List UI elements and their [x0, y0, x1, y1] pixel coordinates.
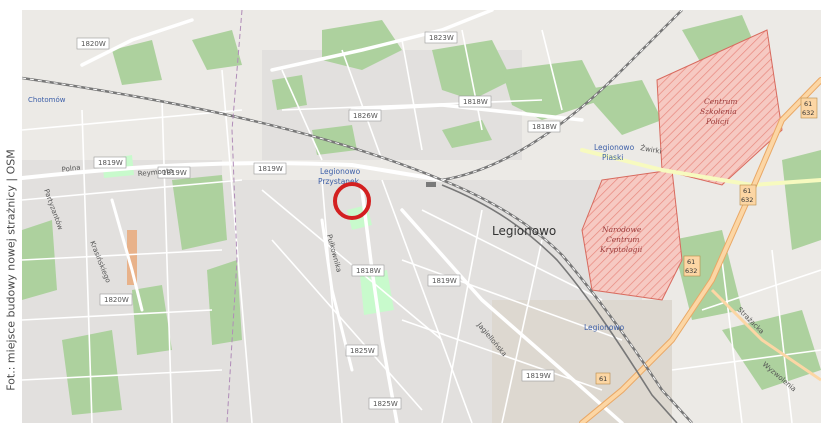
road-label-1818w-b: 1818W	[532, 123, 557, 131]
minor-streets	[22, 19, 821, 423]
main-roads	[22, 10, 821, 423]
admin-boundary	[226, 10, 243, 423]
road-label-1820w-top: 1820W	[81, 40, 106, 48]
shield-632-b: 632	[741, 196, 753, 204]
street-zwirki: Żwirki	[640, 143, 663, 156]
map-canvas[interactable]: 1820W 1823W 1818W 1826W 1818W 1819W 1819…	[22, 10, 821, 423]
road-label-1820w-bottom: 1820W	[104, 296, 129, 304]
place-chotomow: Chotomów	[28, 96, 66, 104]
town-legionowo: Legionowo	[492, 224, 556, 238]
shield-61-c: 61	[687, 258, 695, 266]
place-legionowo-przystanek-2: Przystanek	[318, 177, 360, 186]
road-label-1819w-d: 1819W	[432, 277, 457, 285]
shield-61-b: 61	[743, 187, 751, 195]
place-legionowo-piaski-1: Legionowo	[594, 143, 635, 152]
road-label-1818w-c: 1818W	[356, 267, 381, 275]
shield-632-a: 632	[802, 109, 814, 117]
road-label-1819w-c: 1819W	[258, 165, 283, 173]
area-narodowe-centrum-1: Narodowe	[601, 225, 642, 234]
place-legionowo-piaski-2: Piaski	[602, 153, 623, 162]
area-centrum-szkolenia-1: Centrum	[704, 97, 738, 106]
road-label-1818w-a: 1818W	[463, 98, 488, 106]
orange-strip	[127, 230, 137, 285]
military-areas	[581, 29, 783, 301]
road-label-1825w-a: 1825W	[350, 347, 375, 355]
place-legionowo-south: Legionowo	[584, 323, 625, 332]
station-icon	[426, 182, 436, 187]
place-legionowo-przystanek-1: Legionowo	[320, 167, 361, 176]
shield-632-c: 632	[685, 267, 697, 275]
area-centrum-szkolenia-3: Policji	[705, 117, 730, 126]
area-narodowe-centrum-2: Centrum	[606, 235, 640, 244]
shield-61-d: 61	[599, 375, 607, 383]
road-label-1825w-b: 1825W	[373, 400, 398, 408]
trunk-road-61-fill	[580, 78, 821, 423]
area-narodowe-centrum-3: Kryptologii	[599, 245, 643, 254]
area-centrum-szkolenia-2: Szkolenia	[700, 107, 737, 116]
construction-site-marker	[333, 182, 371, 220]
photo-credit: Fot.: miejsce budowy nowej strażnicy | O…	[4, 149, 18, 391]
shield-61-a: 61	[804, 100, 812, 108]
road-label-1819w-e: 1819W	[526, 372, 551, 380]
road-label-1819w-b: 1819W	[162, 169, 187, 177]
road-label-1823w: 1823W	[429, 34, 454, 42]
road-label-1819w-a: 1819W	[98, 159, 123, 167]
road-strazacka	[710, 288, 821, 382]
street-polna: Polna	[61, 163, 81, 174]
map-view[interactable]: 1820W 1823W 1818W 1826W 1818W 1819W 1819…	[22, 10, 821, 423]
road-label-1826w: 1826W	[353, 112, 378, 120]
street-reymonta: Reymonta	[137, 167, 173, 178]
forest-areas	[22, 15, 821, 415]
railway-dashes	[22, 10, 693, 423]
